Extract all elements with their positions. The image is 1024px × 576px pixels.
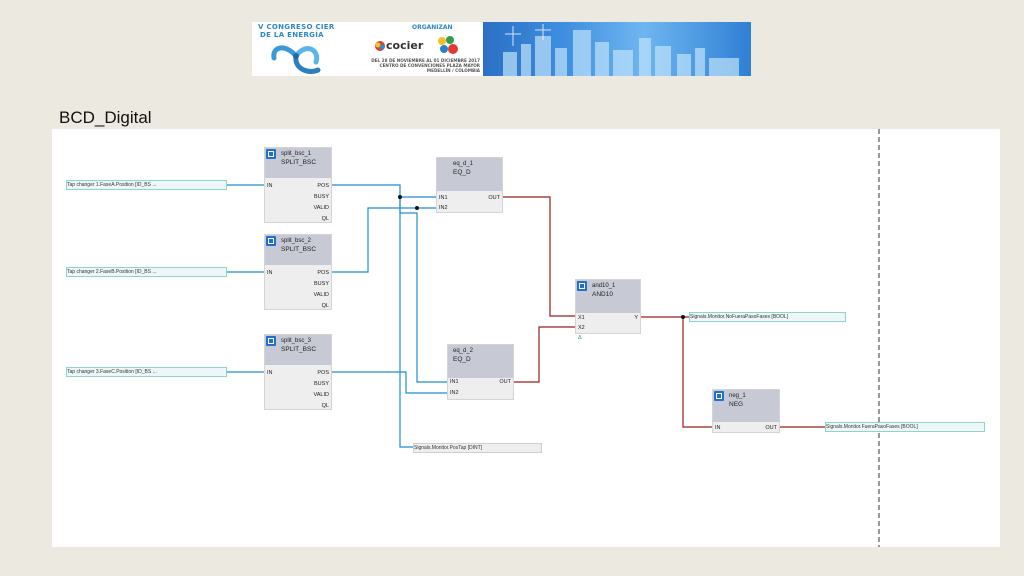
input-variable-phase-a[interactable]: Tap changer 1.FaseA.Position [ID_BS ... bbox=[66, 180, 227, 190]
wire-split1-eq1 bbox=[332, 184, 437, 198]
swirl-logo-icon bbox=[271, 45, 321, 74]
pin-busy[interactable]: BUSY bbox=[314, 381, 329, 387]
pin-in1[interactable]: IN1 bbox=[439, 195, 448, 201]
block-header: split_bsc_2 SPLIT_BSC bbox=[265, 235, 331, 265]
block-header: and10_1 AND10 bbox=[576, 280, 640, 313]
cier-logo-icon bbox=[438, 36, 458, 54]
pin-in[interactable]: IN bbox=[715, 425, 721, 431]
block-icon bbox=[714, 391, 724, 401]
pin-y[interactable]: Y bbox=[634, 315, 638, 321]
block-type-name: SPLIT_BSC bbox=[281, 246, 317, 253]
pin-busy[interactable]: BUSY bbox=[314, 194, 329, 200]
pin-valid[interactable]: VALID bbox=[313, 292, 330, 298]
block-header: eq_d_1 EQ_D bbox=[437, 158, 502, 191]
block-type-name: SPLIT_BSC bbox=[281, 346, 317, 353]
add-input-icon[interactable]: Δ bbox=[578, 335, 582, 341]
function-block-and10-1[interactable]: and10_1 AND10 X1 X2 Y Δ bbox=[575, 279, 641, 341]
banner-left-panel: V CONGRESO CIER DE LA ENERGÍA ORGANIZAN … bbox=[252, 22, 483, 76]
block-type-name: SPLIT_BSC bbox=[281, 159, 317, 166]
pin-ql[interactable]: QL bbox=[321, 303, 329, 309]
pin-x2[interactable]: X2 bbox=[578, 325, 585, 331]
banner-date-line1: DEL 28 DE NOVIEMBRE AL 01 DICIEMBRE 2017 bbox=[371, 58, 480, 63]
wire-layer bbox=[226, 129, 880, 547]
pin-ql[interactable]: QL bbox=[321, 216, 329, 222]
block-header: split_bsc_1 SPLIT_BSC bbox=[265, 148, 331, 178]
banner-title-line1: V CONGRESO CIER bbox=[258, 23, 335, 31]
banner-title-line2: DE LA ENERGÍA bbox=[260, 31, 324, 39]
event-banner: V CONGRESO CIER DE LA ENERGÍA ORGANIZAN … bbox=[252, 22, 751, 76]
function-block-eq-d-2[interactable]: eq_d_2 EQ_D IN1 IN2 OUT bbox=[447, 344, 514, 400]
pin-x1[interactable]: X1 bbox=[578, 315, 585, 321]
pin-ql[interactable]: QL bbox=[321, 403, 329, 409]
pin-out[interactable]: OUT bbox=[765, 425, 777, 431]
pin-in[interactable]: IN bbox=[267, 270, 273, 276]
pin-in[interactable]: IN bbox=[267, 370, 273, 376]
block-type-name: AND10 bbox=[592, 291, 613, 298]
function-block-split-bsc-3[interactable]: split_bsc_3 SPLIT_BSC IN POS BUSY VALID … bbox=[264, 334, 332, 410]
output-variable-nofuera[interactable]: Signals.Monitor.NoFueraPasoFases [BOOL] bbox=[689, 312, 846, 322]
input-variable-phase-c[interactable]: Tap changer 3.FaseC.Position [ID_BS ... bbox=[66, 367, 227, 377]
wire-split1-postap bbox=[399, 197, 414, 448]
pin-pos[interactable]: POS bbox=[317, 183, 329, 189]
wire-split3-eq2 bbox=[332, 371, 448, 394]
pin-pos[interactable]: POS bbox=[317, 270, 329, 276]
pin-out[interactable]: OUT bbox=[488, 195, 500, 201]
diagram-canvas[interactable]: Tap changer 1.FaseA.Position [ID_BS ... … bbox=[52, 129, 1000, 547]
block-type-name: EQ_D bbox=[453, 169, 471, 176]
block-instance-name: eq_d_1 bbox=[453, 161, 474, 167]
block-instance-name: split_bsc_2 bbox=[281, 238, 312, 244]
organizer-label: ORGANIZAN bbox=[412, 24, 453, 31]
block-header: neg_1 NEG bbox=[713, 390, 779, 422]
banner-date-line3: MEDELLÍN / COLOMBIA bbox=[426, 68, 480, 73]
junction-dot bbox=[681, 315, 685, 319]
cocier-logo-icon bbox=[375, 41, 385, 51]
block-instance-name: split_bsc_1 bbox=[281, 151, 312, 157]
banner-city-image bbox=[483, 22, 751, 76]
block-instance-name: and10_1 bbox=[592, 283, 616, 289]
block-icon bbox=[266, 236, 276, 246]
wire-split2-eq1 bbox=[332, 207, 437, 273]
input-variable-phase-b[interactable]: Tap changer 2.FaseB.Position [ID_BS ... bbox=[66, 267, 227, 277]
pin-pos[interactable]: POS bbox=[317, 370, 329, 376]
wire-split1-eq2 bbox=[399, 197, 448, 383]
city-skyline-icon bbox=[503, 24, 739, 76]
cocier-logo-text: cocier bbox=[386, 39, 424, 52]
wire-eq2-and bbox=[513, 326, 576, 383]
block-instance-name: eq_d_2 bbox=[453, 348, 474, 354]
wire-eq1-and bbox=[502, 196, 576, 317]
block-instance-name: neg_1 bbox=[729, 393, 746, 399]
function-block-eq-d-1[interactable]: eq_d_1 EQ_D IN1 IN2 OUT bbox=[436, 157, 503, 213]
block-type-name: NEG bbox=[729, 401, 744, 408]
block-icon bbox=[266, 149, 276, 159]
function-block-split-bsc-2[interactable]: split_bsc_2 SPLIT_BSC IN POS BUSY VALID … bbox=[264, 234, 332, 310]
block-icon bbox=[577, 281, 587, 291]
output-variable-postap[interactable]: Signals.Monitor.PosTap [DINT] bbox=[413, 443, 542, 453]
pin-in[interactable]: IN bbox=[267, 183, 273, 189]
function-block-split-bsc-1[interactable]: split_bsc_1 SPLIT_BSC IN POS BUSY VALID … bbox=[264, 147, 332, 223]
page-title: BCD_Digital bbox=[59, 108, 152, 127]
block-type-name: EQ_D bbox=[453, 356, 471, 363]
function-block-neg-1[interactable]: neg_1 NEG IN OUT bbox=[712, 389, 780, 433]
pin-in2[interactable]: IN2 bbox=[450, 390, 459, 396]
block-header: eq_d_2 EQ_D bbox=[448, 345, 513, 378]
pin-valid[interactable]: VALID bbox=[313, 205, 330, 211]
pin-in2[interactable]: IN2 bbox=[439, 205, 448, 211]
pin-busy[interactable]: BUSY bbox=[314, 281, 329, 287]
pin-valid[interactable]: VALID bbox=[313, 392, 330, 398]
pin-out[interactable]: OUT bbox=[499, 379, 511, 385]
block-header: split_bsc_3 SPLIT_BSC bbox=[265, 335, 331, 365]
junction-dot bbox=[398, 195, 402, 199]
banner-date-line2: CENTRO DE CONVENCIONES PLAZA MAYOR bbox=[379, 63, 481, 68]
wire-and-neg bbox=[682, 317, 713, 428]
block-instance-name: split_bsc_3 bbox=[281, 338, 312, 344]
block-icon bbox=[266, 336, 276, 346]
pin-in1[interactable]: IN1 bbox=[450, 379, 459, 385]
output-variable-fuera[interactable]: Signals.Monitor.FueraPasoFases [BOOL] bbox=[825, 422, 985, 432]
junction-dot bbox=[415, 206, 419, 210]
